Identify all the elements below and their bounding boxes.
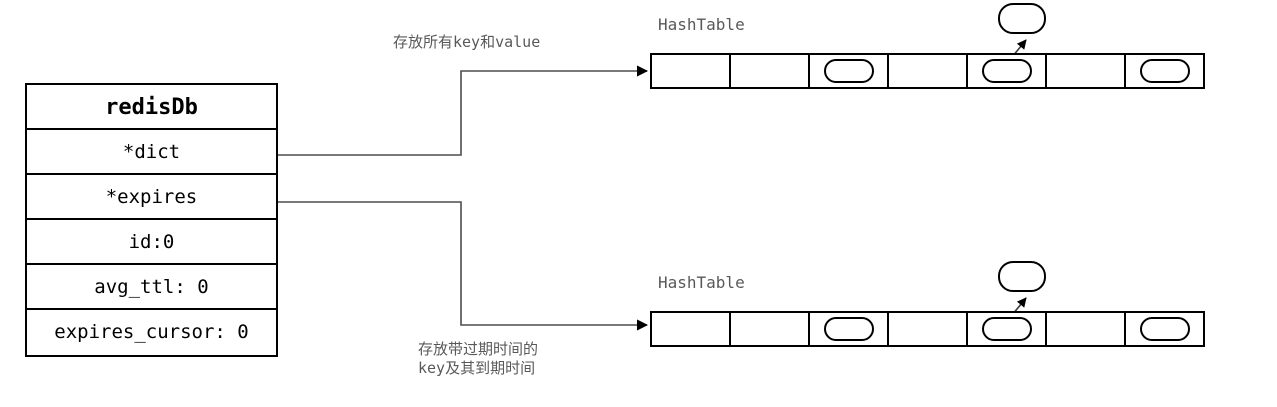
bucket-0[interactable] (652, 313, 731, 345)
struct-row-expires: *expires (27, 175, 276, 220)
hashtable-expires-buckets (650, 311, 1205, 347)
struct-row-avg-ttl: avg_ttl: 0 (27, 265, 276, 310)
annotation-dict: 存放所有key和value (393, 33, 540, 52)
annotation-dict-line1: 存放所有key和value (393, 33, 541, 51)
entry-pill (823, 317, 874, 341)
entry-pill (981, 317, 1032, 341)
chained-entry-pill (998, 3, 1046, 34)
hashtable-expires-label: HashTable (658, 273, 745, 292)
entry-pill (823, 59, 874, 83)
bucket-3[interactable] (889, 55, 968, 87)
bucket-2[interactable] (810, 55, 889, 87)
entry-pill (981, 59, 1032, 83)
bucket-1[interactable] (731, 55, 810, 87)
entry-pill (1139, 317, 1190, 341)
struct-row-id: id:0 (27, 220, 276, 265)
hashtable-dict-buckets (650, 53, 1205, 89)
bucket-5[interactable] (1047, 313, 1126, 345)
redisdb-struct-table: redisDb *dict *expires id:0 avg_ttl: 0 e… (25, 83, 278, 357)
bucket-3[interactable] (889, 313, 968, 345)
annotation-expires-line1: 存放带过期时间的 (418, 340, 539, 358)
connector-dict-to-hashtable1 (278, 65, 649, 156)
struct-row-expires-cursor: expires_cursor: 0 (54, 321, 249, 343)
chained-entry-pill (998, 261, 1046, 292)
bucket-5[interactable] (1047, 55, 1126, 87)
struct-header-redisdb: redisDb (27, 85, 276, 130)
bucket-6[interactable] (1126, 55, 1203, 87)
bucket-6[interactable] (1126, 313, 1203, 345)
bucket-4[interactable] (968, 55, 1047, 87)
hashtable-dict-label: HashTable (658, 15, 745, 34)
bucket-0[interactable] (652, 55, 731, 87)
connector-expires-to-hashtable2 (278, 201, 649, 331)
bucket-1[interactable] (731, 313, 810, 345)
bucket-2[interactable] (810, 313, 889, 345)
bucket-4[interactable] (968, 313, 1047, 345)
entry-pill (1139, 59, 1190, 83)
annotation-expires: 存放带过期时间的 key及其到期时间 (418, 340, 538, 378)
annotation-expires-line2: key及其到期时间 (418, 359, 536, 377)
struct-row-dict: *dict (27, 130, 276, 175)
